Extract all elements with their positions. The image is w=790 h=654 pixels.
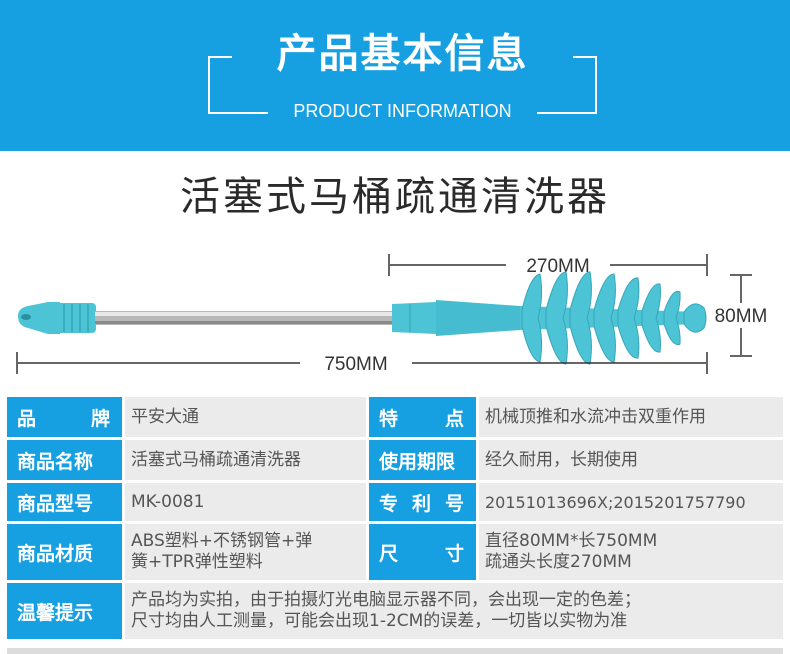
patent-value: 20151013696X;2015201757790 (479, 483, 783, 521)
life-label: 使用期限 (369, 440, 476, 480)
head-length-dimension: 270MM (388, 254, 708, 277)
tip-value: 产品均为实拍，由于拍摄灯光电脑显示器不同，会出现一定的色差； 尺寸均由人工测量，… (125, 583, 783, 639)
table-row: 品 牌 平安大通 特 点 机械顶推和水流冲击双重作用 (7, 397, 783, 437)
feature-label: 特 点 (369, 397, 476, 437)
feature-value: 机械顶推和水流冲击双重作用 (479, 397, 783, 437)
total-length-label: 750MM (324, 354, 387, 375)
tip-label: 温馨提示 (7, 583, 122, 639)
brand-value: 平安大通 (125, 397, 366, 437)
head-diameter-label: 80MM (715, 306, 768, 327)
header-subtitle: PRODUCT INFORMATION (268, 96, 537, 126)
product-illustration: 270MM 80MM (16, 254, 768, 375)
handle (18, 302, 96, 334)
table-row: 温馨提示 产品均为实拍，由于拍摄灯光电脑显示器不同，会出现一定的色差； 尺寸均由… (7, 583, 783, 639)
product-title: 活塞式马桶疏通清洗器 (180, 174, 610, 220)
brand-label: 品 牌 (7, 397, 122, 437)
table-bottom-bar (7, 648, 783, 654)
total-length-dimension: 750MM (16, 352, 708, 375)
header-frame-corner-right (573, 56, 597, 58)
patent-label: 专 利 号 (369, 483, 476, 521)
header-frame-corner-left (208, 56, 232, 58)
table-row: 商品名称 活塞式马桶疏通清洗器 使用期限 经久耐用，长期使用 (7, 440, 783, 480)
life-value: 经久耐用，长期使用 (479, 440, 783, 480)
name-label: 商品名称 (7, 440, 122, 480)
table-row: 商品型号 MK-0081 专 利 号 20151013696X;20152017… (7, 483, 783, 521)
head-length-label: 270MM (526, 256, 589, 277)
name-value: 活塞式马桶疏通清洗器 (125, 440, 366, 480)
model-label: 商品型号 (7, 483, 122, 521)
model-value: MK-0081 (125, 483, 366, 521)
size-label: 尺 寸 (369, 524, 476, 580)
material-value: ABS塑料+不锈钢管+弹 簧+TPR弹性塑料 (125, 524, 366, 580)
material-label: 商品材质 (7, 524, 122, 580)
header-title: 产品基本信息 (232, 26, 573, 82)
size-value: 直径80MM*长750MM 疏通头长度270MM (479, 524, 783, 580)
plunger-ribs (521, 271, 707, 365)
steel-shaft (95, 311, 395, 325)
table-row: 商品材质 ABS塑料+不锈钢管+弹 簧+TPR弹性塑料 尺 寸 直径80MM*长… (7, 524, 783, 580)
head-diameter-dimension: 80MM (715, 274, 768, 357)
